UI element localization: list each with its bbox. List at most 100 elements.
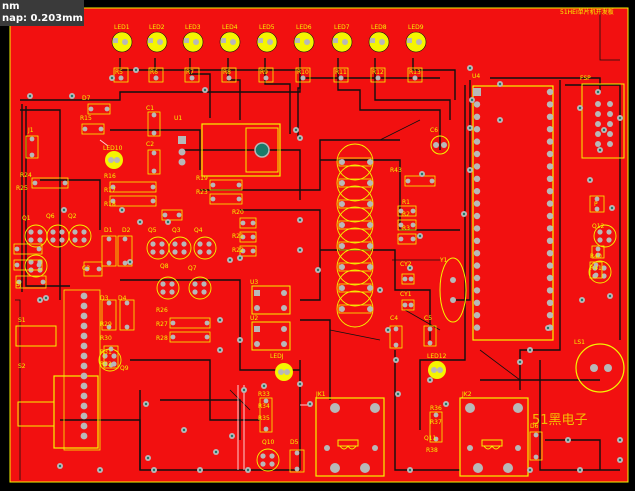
passive-part[interactable] xyxy=(401,299,415,311)
label-u3: U3 xyxy=(250,279,258,286)
led-9[interactable]: LED9 xyxy=(405,24,427,53)
resistor-r13[interactable]: R13 xyxy=(407,67,423,83)
passive-part[interactable] xyxy=(397,233,417,245)
resistor-r9[interactable]: R9 xyxy=(258,67,274,83)
resistor-r12[interactable]: R12 xyxy=(370,67,386,83)
center-part[interactable] xyxy=(336,206,374,244)
label-q7: Q7 xyxy=(188,265,197,272)
led-2[interactable]: LED2 xyxy=(146,24,168,53)
transistor[interactable] xyxy=(156,276,180,300)
passive-part[interactable] xyxy=(87,103,111,115)
passive-part[interactable] xyxy=(103,345,119,369)
passive-part[interactable] xyxy=(147,149,161,175)
passive-part[interactable] xyxy=(429,411,443,443)
led-4[interactable]: LED4 xyxy=(219,24,241,53)
led-6[interactable]: LED6 xyxy=(293,24,315,53)
led-8[interactable]: LED8 xyxy=(368,24,390,53)
resistor-r8[interactable]: R8 xyxy=(221,67,237,83)
u4-pin xyxy=(546,262,554,269)
passive-part[interactable] xyxy=(101,235,117,267)
passive-part[interactable] xyxy=(259,397,273,433)
center-component-column[interactable] xyxy=(336,143,374,328)
capacitor-c6[interactable] xyxy=(430,135,450,155)
mcu-u4[interactable] xyxy=(472,85,554,341)
passive-part[interactable] xyxy=(81,123,105,135)
resistor-r11[interactable]: R11 xyxy=(333,67,349,83)
passive-part[interactable] xyxy=(13,243,43,255)
led-1[interactable]: LED1 xyxy=(111,24,133,53)
passive-part[interactable] xyxy=(591,245,605,259)
passive-part[interactable] xyxy=(239,245,257,257)
center-part[interactable] xyxy=(336,290,374,328)
transistor[interactable] xyxy=(68,224,92,248)
passive-part[interactable] xyxy=(15,275,47,289)
center-part[interactable] xyxy=(336,164,374,202)
transistor[interactable] xyxy=(593,224,617,248)
regulator-u1[interactable] xyxy=(178,123,281,177)
passive-part[interactable] xyxy=(169,317,211,329)
led-ledj[interactable] xyxy=(275,363,293,381)
transistor[interactable] xyxy=(193,236,217,260)
passive-part[interactable] xyxy=(401,273,415,285)
buzzer-ls1[interactable] xyxy=(575,343,625,393)
passive-part[interactable] xyxy=(161,209,183,221)
silkscreen-labels: D7 R15 C1 U1 C2 J1 LED10 R24 R25 R16 R17… xyxy=(16,8,614,454)
passive-part[interactable] xyxy=(589,261,603,279)
center-part[interactable] xyxy=(336,227,374,265)
passive-part[interactable] xyxy=(529,431,543,461)
center-part[interactable] xyxy=(336,248,374,286)
passive-part[interactable] xyxy=(239,231,257,243)
passive-part[interactable] xyxy=(83,261,103,277)
passive-part[interactable] xyxy=(109,181,157,193)
passive-part[interactable] xyxy=(31,177,69,189)
transistor[interactable] xyxy=(256,448,280,472)
passive-part[interactable] xyxy=(397,205,417,217)
passive-part[interactable] xyxy=(389,325,403,349)
resistor-r10[interactable]: R10 xyxy=(295,67,311,83)
resistor-r7[interactable]: R7 xyxy=(184,67,200,83)
resistor-r5[interactable]: R5 xyxy=(113,67,129,83)
led-label: LED4 xyxy=(222,24,238,31)
led-led10[interactable] xyxy=(105,151,123,169)
relay-jk1[interactable] xyxy=(315,397,385,477)
led-led12[interactable] xyxy=(428,361,446,379)
misc-parts[interactable] xyxy=(13,103,605,473)
led-5[interactable]: LED5 xyxy=(256,24,278,53)
center-part[interactable] xyxy=(336,143,374,181)
relay-jk2[interactable] xyxy=(459,397,529,477)
passive-part[interactable] xyxy=(147,111,161,137)
passive-part[interactable] xyxy=(239,217,257,229)
fsp-header[interactable] xyxy=(581,83,625,159)
ic-u3[interactable] xyxy=(251,285,291,315)
transistor[interactable] xyxy=(168,236,192,260)
passive-part[interactable] xyxy=(119,299,135,331)
passive-part[interactable] xyxy=(423,325,437,347)
passive-part[interactable] xyxy=(589,195,605,213)
passive-part[interactable] xyxy=(397,219,417,231)
transistor[interactable] xyxy=(46,224,70,248)
label-r21: R21 xyxy=(232,233,244,240)
transistor[interactable] xyxy=(188,276,212,300)
passive-part[interactable] xyxy=(117,235,133,267)
crystal-y1[interactable] xyxy=(439,257,467,323)
s2-pin xyxy=(80,392,88,400)
connector-s2[interactable] xyxy=(15,289,101,451)
passive-part[interactable] xyxy=(209,193,243,205)
passive-part[interactable] xyxy=(209,179,243,191)
ic-u2[interactable] xyxy=(251,321,291,351)
passive-part[interactable] xyxy=(101,299,117,331)
transistor-group[interactable] xyxy=(24,224,617,472)
passive-part[interactable] xyxy=(169,331,211,343)
passive-part[interactable] xyxy=(109,195,157,207)
led-7[interactable]: LED7 xyxy=(331,24,353,53)
passive-part[interactable] xyxy=(289,449,305,473)
led-3[interactable]: LED3 xyxy=(182,24,204,53)
passive-part[interactable] xyxy=(13,259,43,271)
center-part[interactable] xyxy=(336,185,374,223)
resistor-r6[interactable]: R6 xyxy=(148,67,164,83)
center-part[interactable] xyxy=(336,269,374,307)
passive-part[interactable] xyxy=(25,135,39,159)
board-copper-pour[interactable] xyxy=(10,8,628,482)
